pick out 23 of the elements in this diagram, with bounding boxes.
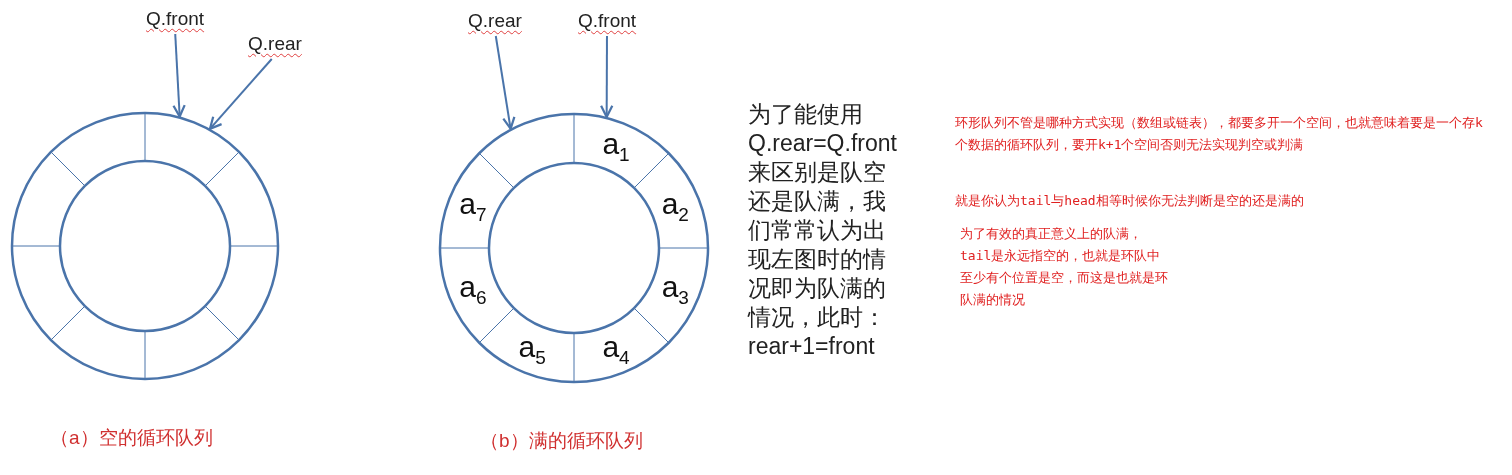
- ring-buffer-drawing: [438, 112, 710, 384]
- cell-label: a$_{6}$: [459, 272, 487, 308]
- ring-buffer-drawing: [10, 111, 280, 381]
- pointer-label: Q.rear: [248, 33, 302, 55]
- cell-label: a$_{5}$: [518, 331, 546, 367]
- note-text: 就是你认为tail与head相等时候你无法判断是空的还是满的: [955, 192, 1305, 210]
- arrow: [172, 33, 186, 118]
- arrow: [494, 35, 516, 130]
- cell-label: a$_{1}$: [602, 129, 630, 165]
- cell-label: a$_{4}$: [602, 331, 630, 367]
- pointer-label: Q.front: [146, 8, 205, 30]
- arrow: [600, 35, 614, 119]
- pointer-label: Q.front: [578, 10, 637, 32]
- cell-label: a$_{7}$: [459, 188, 487, 224]
- note-text: 环形队列不管是哪种方式实现（数组或链表），都要多开一个空间，也就意味着要是一个存k个数据的循环队列，要开k+1个空间否则无法实现判空或判满: [955, 114, 1484, 154]
- node-label: （b）满的循环队列: [480, 429, 643, 453]
- arrow: [208, 58, 273, 130]
- cell-label: a$_{2}$: [661, 188, 689, 224]
- note-text: 为了能使用Q.rear=Q.front来区别是队空还是队满，我们常常认为出现左图时的情况即为队满的情况，此时：rear+1=front: [748, 100, 898, 361]
- node-label: （a）空的循环队列: [50, 426, 213, 450]
- note-text: 为了有效的真正意义上的队满，tail是永远指空的，也就是环队中至少有个位置是空，而这是也就是环队满的情况: [960, 225, 1169, 309]
- cell-label: a$_{3}$: [661, 272, 689, 308]
- pointer-label: Q.rear: [468, 10, 522, 32]
